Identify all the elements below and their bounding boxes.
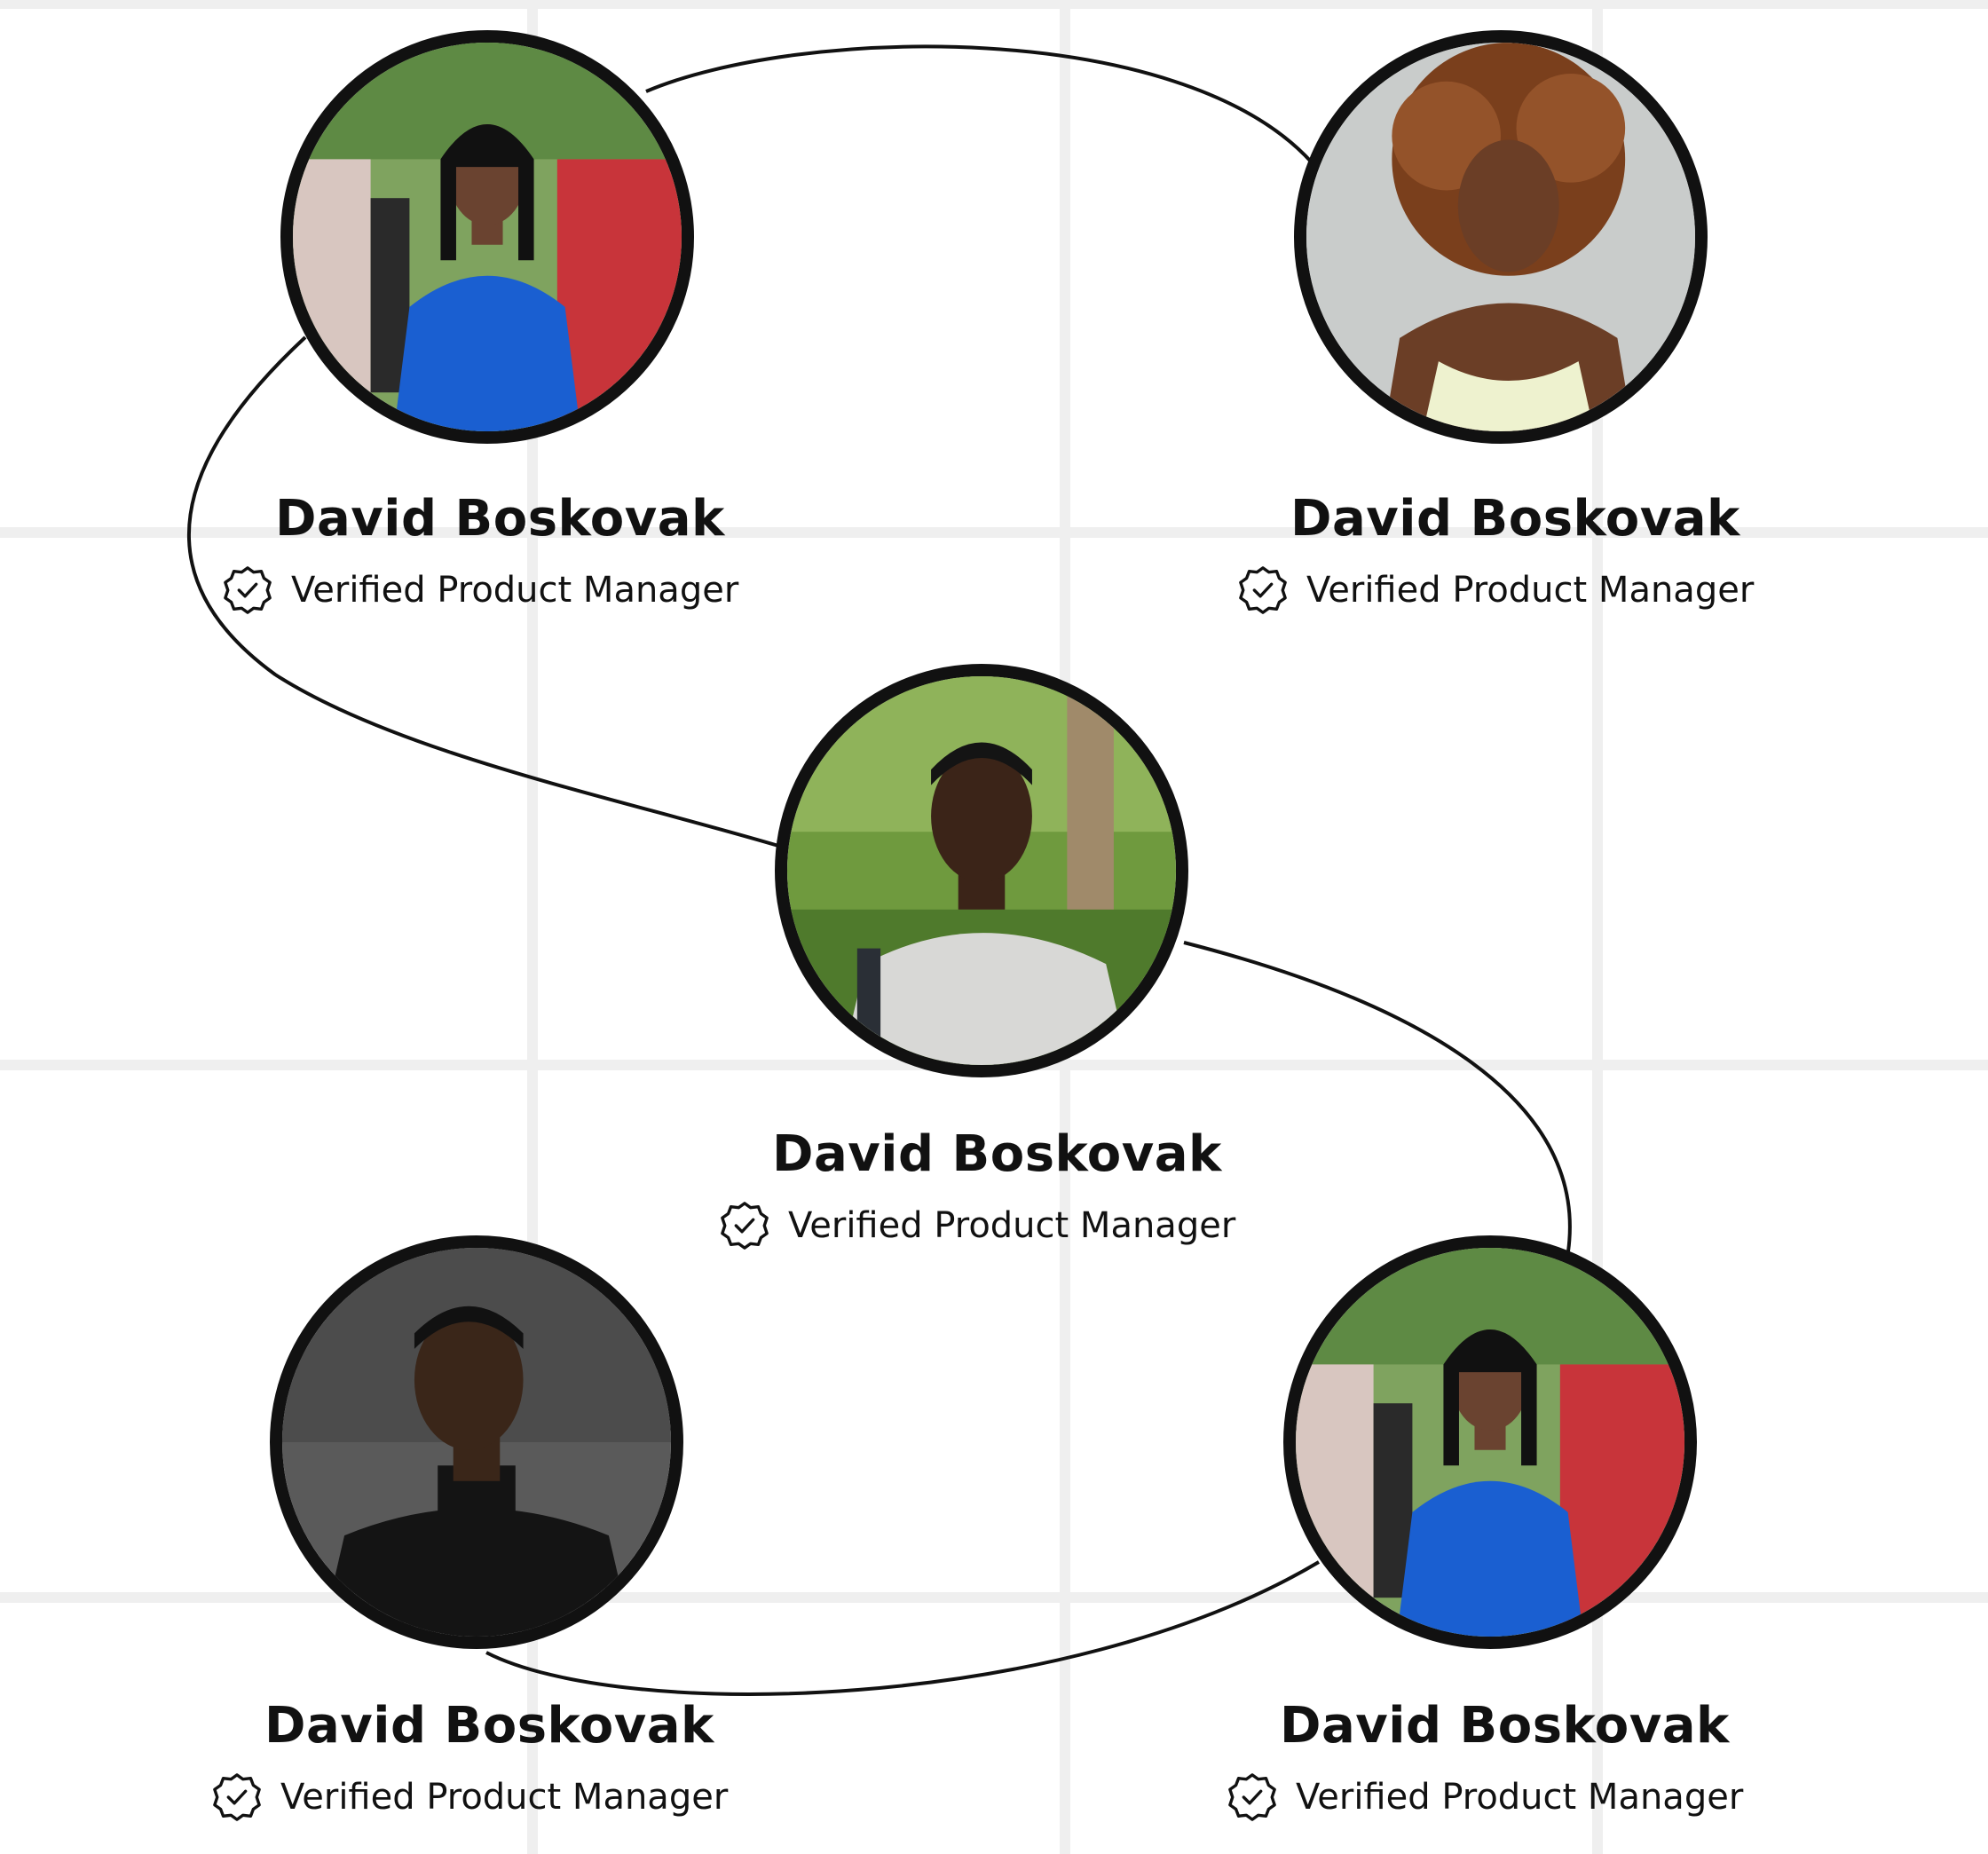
- profile-photo: [293, 43, 682, 431]
- profile-role: Verified Product Manager: [1306, 570, 1755, 611]
- profile-name: David Boskovak: [1290, 490, 1740, 548]
- role-row: Verified Product Manager: [719, 1200, 1235, 1251]
- verified-badge-icon: [213, 1773, 261, 1821]
- profile-role: Verified Product Manager: [280, 1777, 729, 1818]
- profile-name: David Boskovak: [772, 1125, 1222, 1183]
- profile-name: David Boskovak: [264, 1697, 714, 1755]
- avatar[interactable]: [280, 30, 694, 444]
- avatar[interactable]: [1294, 30, 1708, 444]
- profile-name: David Boskovak: [1280, 1697, 1730, 1755]
- verified-badge-icon: [1239, 566, 1287, 614]
- profile-role: Verified Product Manager: [291, 570, 739, 611]
- profile-photo: [1296, 1248, 1684, 1637]
- verified-badge-icon: [721, 1202, 769, 1250]
- profile-photo: [787, 676, 1176, 1065]
- verified-badge-icon: [1228, 1773, 1276, 1821]
- role-row: Verified Product Manager: [211, 1771, 728, 1823]
- avatar[interactable]: [270, 1235, 683, 1649]
- role-row: Verified Product Manager: [1237, 564, 1754, 616]
- profile-role: Verified Product Manager: [788, 1205, 1236, 1246]
- role-row: Verified Product Manager: [222, 564, 738, 616]
- verified-badge-icon: [224, 566, 272, 614]
- profile-name: David Boskovak: [275, 490, 725, 548]
- profile-photo: [282, 1248, 671, 1637]
- avatar[interactable]: [775, 664, 1188, 1077]
- avatar[interactable]: [1283, 1235, 1697, 1649]
- profile-photo: [1306, 43, 1695, 431]
- role-row: Verified Product Manager: [1227, 1771, 1743, 1823]
- profile-role: Verified Product Manager: [1296, 1777, 1744, 1818]
